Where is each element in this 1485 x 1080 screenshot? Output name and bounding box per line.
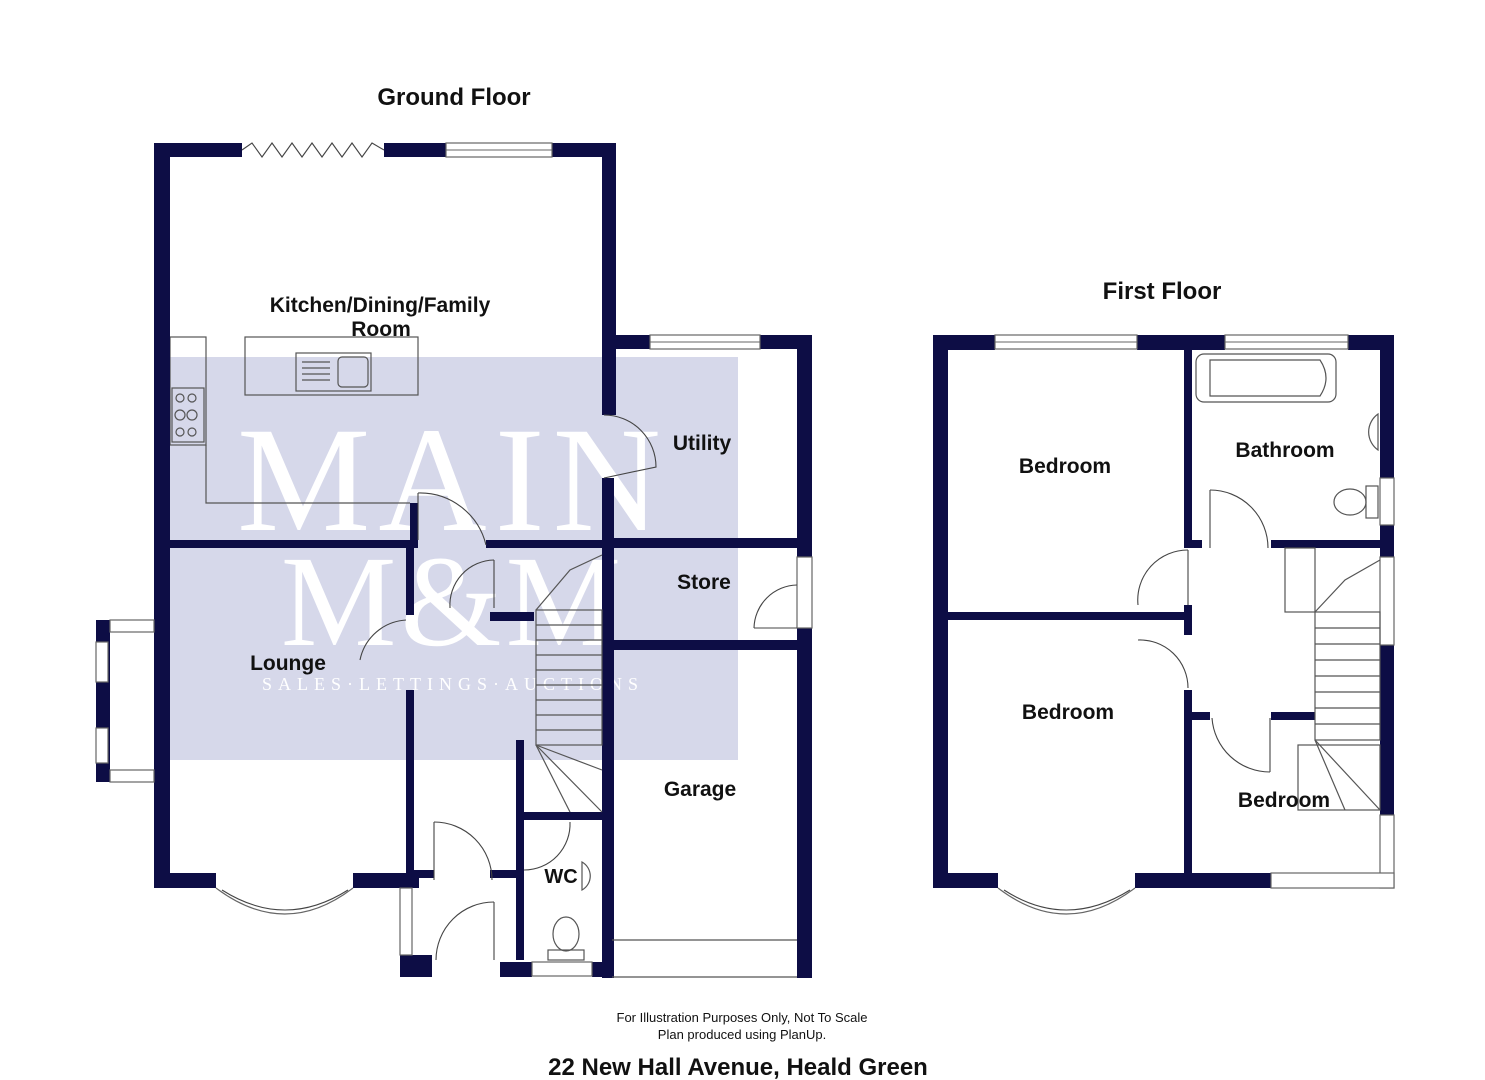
watermark: MAIN M&M SALES·LETTINGS·AUCTIONS: [168, 357, 738, 760]
first-floor-heading: First Floor: [1103, 278, 1222, 305]
property-address: 22 New Hall Avenue, Heald Green: [548, 1054, 928, 1080]
ground-floor-plan: [95, 142, 813, 978]
room-label-bedroom-2: Bedroom: [1022, 701, 1114, 724]
room-label-bathroom: Bathroom: [1235, 439, 1334, 462]
watermark-box: [168, 357, 738, 760]
toilet-icon: [552, 916, 580, 952]
sink-icon: [295, 352, 372, 392]
basin-icon: [1368, 412, 1379, 452]
staircase: [535, 554, 603, 813]
room-label-store: Store: [677, 571, 731, 594]
toilet-icon: [1333, 488, 1367, 516]
watermark-tagline: SALES·LETTINGS·AUCTIONS: [262, 674, 644, 694]
watermark-line1: MAIN: [237, 397, 669, 563]
basin-icon: [581, 860, 591, 892]
first-floor-staircase: [1284, 547, 1381, 811]
disclaimer-note: For Illustration Purposes Only, Not To S…: [617, 1010, 868, 1025]
room-label-bedroom-3: Bedroom: [1238, 789, 1330, 812]
room-label-wc: WC: [544, 866, 577, 888]
kitchen-island: [244, 336, 419, 396]
bath-icon: [1195, 353, 1337, 403]
hob: [171, 387, 205, 443]
room-label-kitchen: Kitchen/Dining/Family: [270, 294, 491, 317]
room-label-utility: Utility: [673, 432, 732, 455]
room-label-garage: Garage: [664, 778, 736, 801]
first-floor-plan: [933, 334, 1395, 915]
room-label-bedroom-1: Bedroom: [1019, 455, 1111, 478]
watermark-line2: M&M: [281, 530, 625, 674]
planup-note: Plan produced using PlanUp.: [658, 1027, 826, 1042]
room-label-kitchen-2: Room: [351, 318, 411, 341]
ground-floor-heading: Ground Floor: [377, 84, 530, 111]
room-label-lounge: Lounge: [250, 652, 326, 675]
